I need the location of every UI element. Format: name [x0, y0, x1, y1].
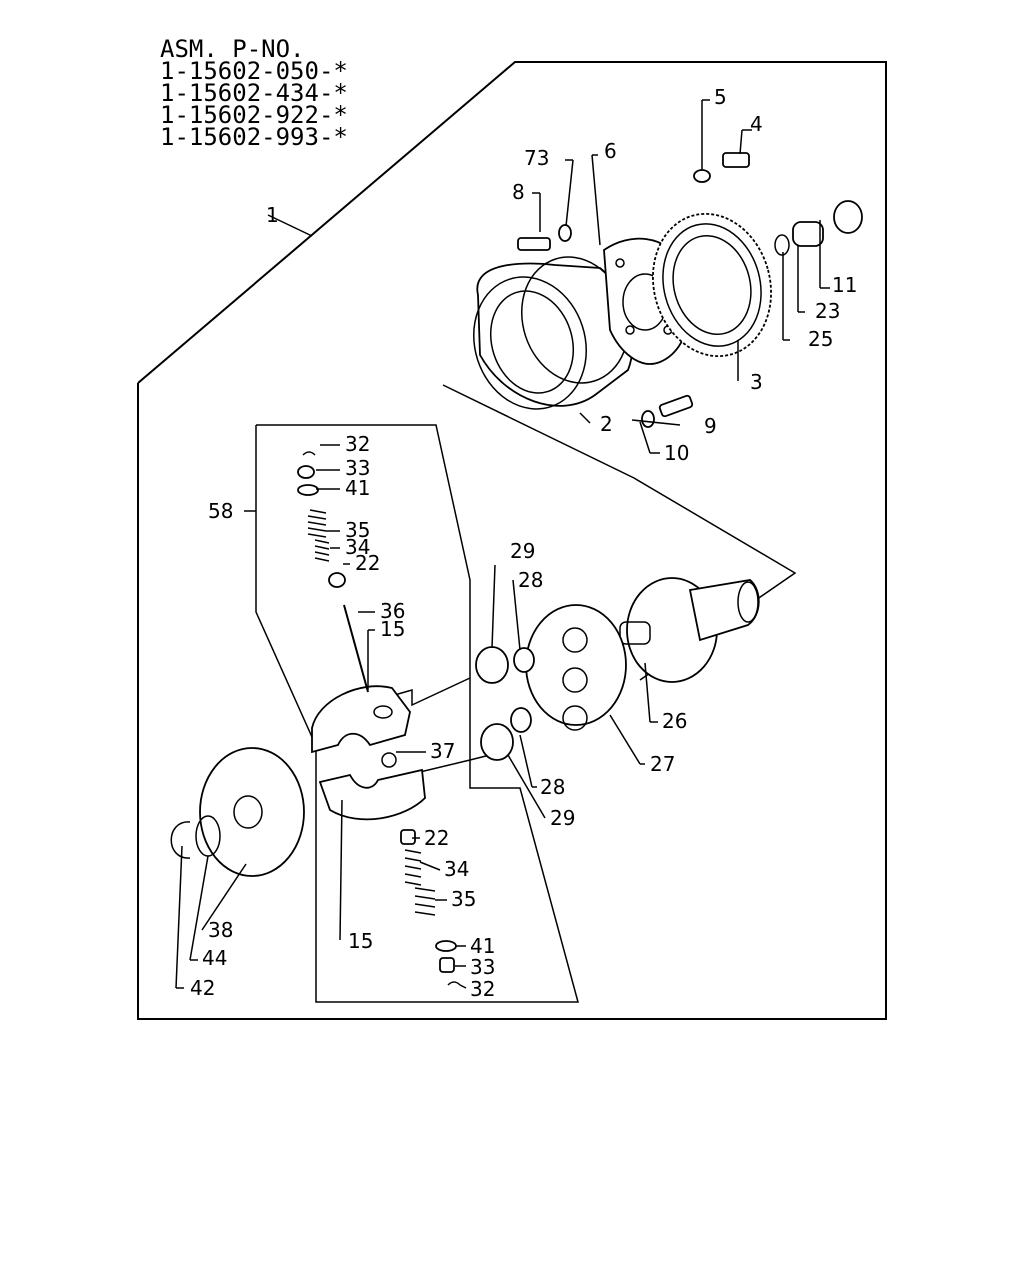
bolt-8 — [517, 237, 551, 251]
pin-28-lower — [510, 707, 532, 733]
callout-5: 5 — [714, 85, 727, 109]
leader-lines — [175, 99, 830, 989]
callout-3: 3 — [750, 370, 763, 394]
callout-8: 8 — [512, 180, 525, 204]
callout-34-upper: 34 — [345, 535, 370, 559]
callout-34-lower: 34 — [444, 857, 469, 881]
callout-2: 2 — [600, 412, 613, 436]
callout-1: 1 — [266, 203, 279, 227]
washer-5 — [693, 169, 711, 183]
callout-28-lower: 28 — [540, 775, 565, 799]
callout-35-lower: 35 — [451, 887, 476, 911]
washer-73 — [558, 224, 572, 242]
callout-26: 26 — [662, 709, 687, 733]
bolt-9 — [658, 394, 694, 418]
rod-36 — [343, 604, 369, 693]
pin-28-upper — [513, 647, 535, 673]
callout-28-upper: 28 — [518, 568, 543, 592]
drum-part — [472, 256, 634, 410]
callout-35-upper: 35 — [345, 518, 370, 542]
bolt-4 — [722, 152, 750, 168]
assembly-boundary — [137, 61, 887, 1020]
callout-25: 25 — [808, 327, 833, 351]
retainer-disc-38 — [199, 747, 305, 877]
assembly-part-number: 1-15602-050-* — [160, 57, 348, 85]
spring-stack-upper — [297, 451, 346, 588]
callout-36: 36 — [380, 599, 405, 623]
callout-15-upper: 15 — [380, 617, 405, 641]
callout-32-lower: 32 — [470, 977, 495, 1001]
connector-line-mid — [383, 677, 471, 707]
shaft-flange-part — [619, 577, 760, 683]
snap-ring-42 — [170, 821, 191, 859]
ring-25 — [774, 234, 790, 256]
bushing-29-upper — [475, 646, 509, 684]
callout-9: 9 — [704, 414, 717, 438]
cap-11 — [833, 200, 863, 234]
callout-33-lower: 33 — [470, 955, 495, 979]
callout-11: 11 — [832, 273, 857, 297]
callout-73: 73 — [524, 146, 549, 170]
callout-23: 23 — [815, 299, 840, 323]
holder-plate-part — [525, 604, 627, 731]
assembly-title: ASM. P-NO. — [160, 35, 305, 63]
callout-10: 10 — [664, 441, 689, 465]
callout-29-lower: 29 — [550, 806, 575, 830]
callout-15-lower: 15 — [348, 929, 373, 953]
flyweight-15-lower — [318, 752, 426, 821]
callout-32-upper: 32 — [345, 432, 370, 456]
bushing-29-lower — [480, 723, 514, 761]
washer-10 — [641, 410, 655, 428]
callout-29-upper: 29 — [510, 539, 535, 563]
gear-ring-part — [652, 212, 772, 358]
flyweight-15-upper — [311, 685, 411, 754]
callout-41-lower: 41 — [470, 934, 495, 958]
assembly-part-number: 1-15602-434-* — [160, 79, 348, 107]
spring-stack-lower — [400, 829, 461, 986]
assembly-part-number-block: ASM. P-NO. 1-15602-050-* 1-15602-434-* 1… — [160, 35, 348, 151]
callout-44: 44 — [202, 946, 227, 970]
callout-6: 6 — [604, 139, 617, 163]
callout-41-upper: 41 — [345, 476, 370, 500]
subassembly-58-boundary — [255, 424, 579, 1003]
callout-27: 27 — [650, 752, 675, 776]
callout-37: 37 — [430, 739, 455, 763]
assembly-part-number: 1-15602-993-* — [160, 123, 348, 151]
callout-33-upper: 33 — [345, 456, 370, 480]
callout-22-lower: 22 — [424, 826, 449, 850]
callout-58: 58 — [208, 499, 233, 523]
bearing-23 — [792, 221, 824, 247]
callout-42: 42 — [190, 976, 215, 1000]
callout-4: 4 — [750, 112, 763, 136]
callout-22-upper: 22 — [355, 551, 380, 575]
assembly-part-number: 1-15602-922-* — [160, 101, 348, 129]
callout-38: 38 — [208, 918, 233, 942]
